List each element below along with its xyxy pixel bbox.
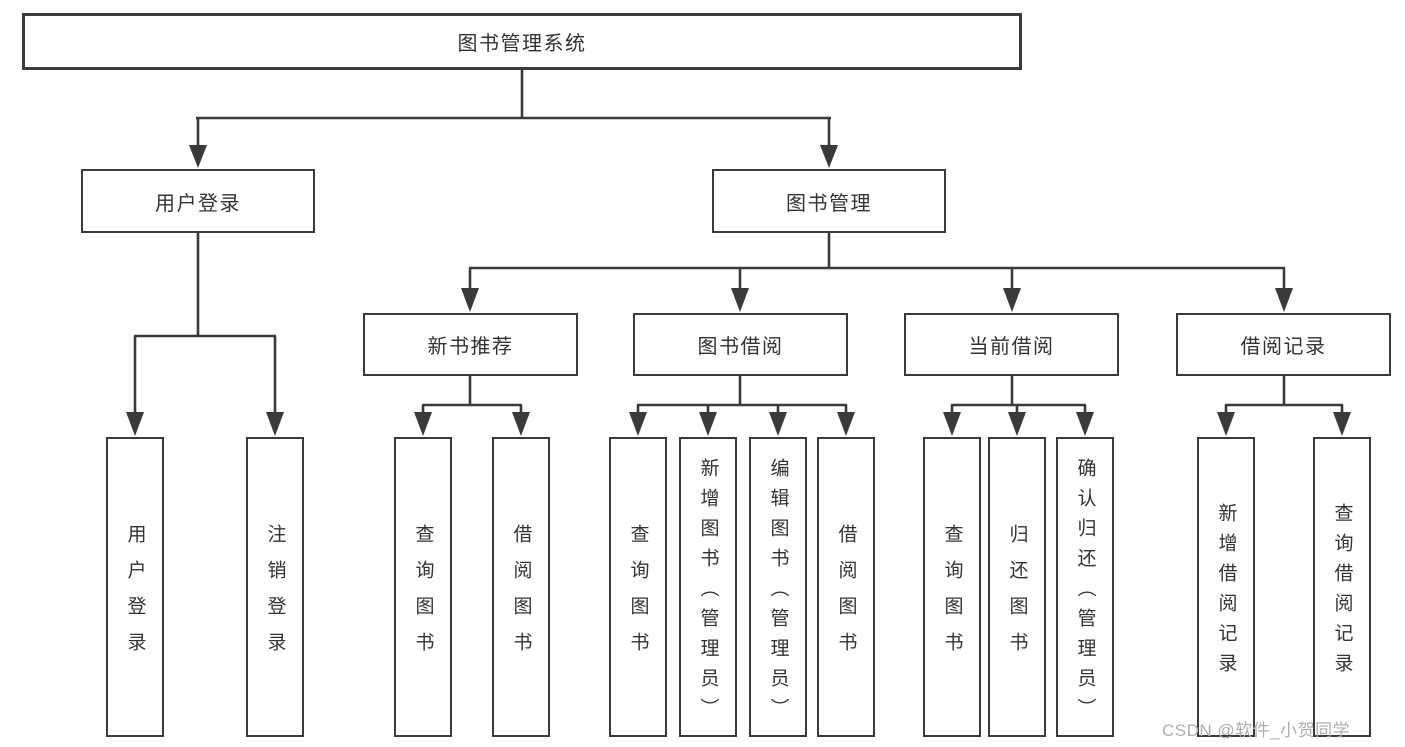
leaf-bor-borrow-book-label: 借阅图书 [835,523,857,668]
leaf-logout-label: 注销登录 [264,523,286,668]
leaf-bor-add-book: 新增图书（管理员） [679,437,737,737]
leaf-cur-query-book-label: 查询图书 [941,523,963,668]
node-new-book-rec: 新书推荐 [363,313,578,376]
leaf-cur-return-book: 归还图书 [988,437,1046,737]
leaf-bor-query-book: 查询图书 [609,437,667,737]
node-book-borrow: 图书借阅 [633,313,848,376]
node-user-login: 用户登录 [81,169,315,233]
leaf-hist-query-record: 查询借阅记录 [1313,437,1371,737]
node-borrow-records-label: 借阅记录 [1240,336,1327,358]
leaf-bor-add-book-label: 新增图书（管理员） [697,457,719,728]
leaf-rec-borrow-book-label: 借阅图书 [510,523,532,668]
leaf-cur-query-book: 查询图书 [923,437,981,737]
node-book-mgmt-label: 图书管理 [786,192,872,215]
leaf-hist-add-record: 新增借阅记录 [1197,437,1255,737]
leaf-user-login: 用户登录 [106,437,164,737]
node-root: 图书管理系统 [22,13,1022,70]
leaf-hist-query-record-label: 查询借阅记录 [1331,502,1353,683]
leaf-bor-borrow-book: 借阅图书 [817,437,875,737]
csdn-watermark: CSDN @软件_小贺同学 [1162,721,1351,740]
node-book-mgmt: 图书管理 [712,169,946,233]
leaf-rec-borrow-book: 借阅图书 [492,437,550,737]
node-new-book-rec-label: 新书推荐 [427,336,514,358]
leaf-bor-edit-book: 编辑图书（管理员） [749,437,807,737]
node-borrow-records: 借阅记录 [1176,313,1391,376]
leaf-rec-query-book-label: 查询图书 [412,523,434,668]
leaf-hist-add-record-label: 新增借阅记录 [1215,502,1237,683]
node-user-login-label: 用户登录 [155,192,241,215]
leaf-bor-edit-book-label: 编辑图书（管理员） [767,457,789,728]
leaf-cur-confirm-return: 确认归还（管理员） [1056,437,1114,737]
node-book-borrow-label: 图书借阅 [697,336,784,358]
leaf-cur-confirm-return-label: 确认归还（管理员） [1074,457,1096,728]
node-current-borrow: 当前借阅 [904,313,1119,376]
leaf-logout: 注销登录 [246,437,304,737]
node-root-label: 图书管理系统 [457,33,587,55]
node-current-borrow-label: 当前借阅 [968,336,1055,358]
leaf-rec-query-book: 查询图书 [394,437,452,737]
leaf-bor-query-book-label: 查询图书 [627,523,649,668]
leaf-cur-return-book-label: 归还图书 [1006,523,1028,668]
leaf-user-login-label: 用户登录 [124,523,146,668]
